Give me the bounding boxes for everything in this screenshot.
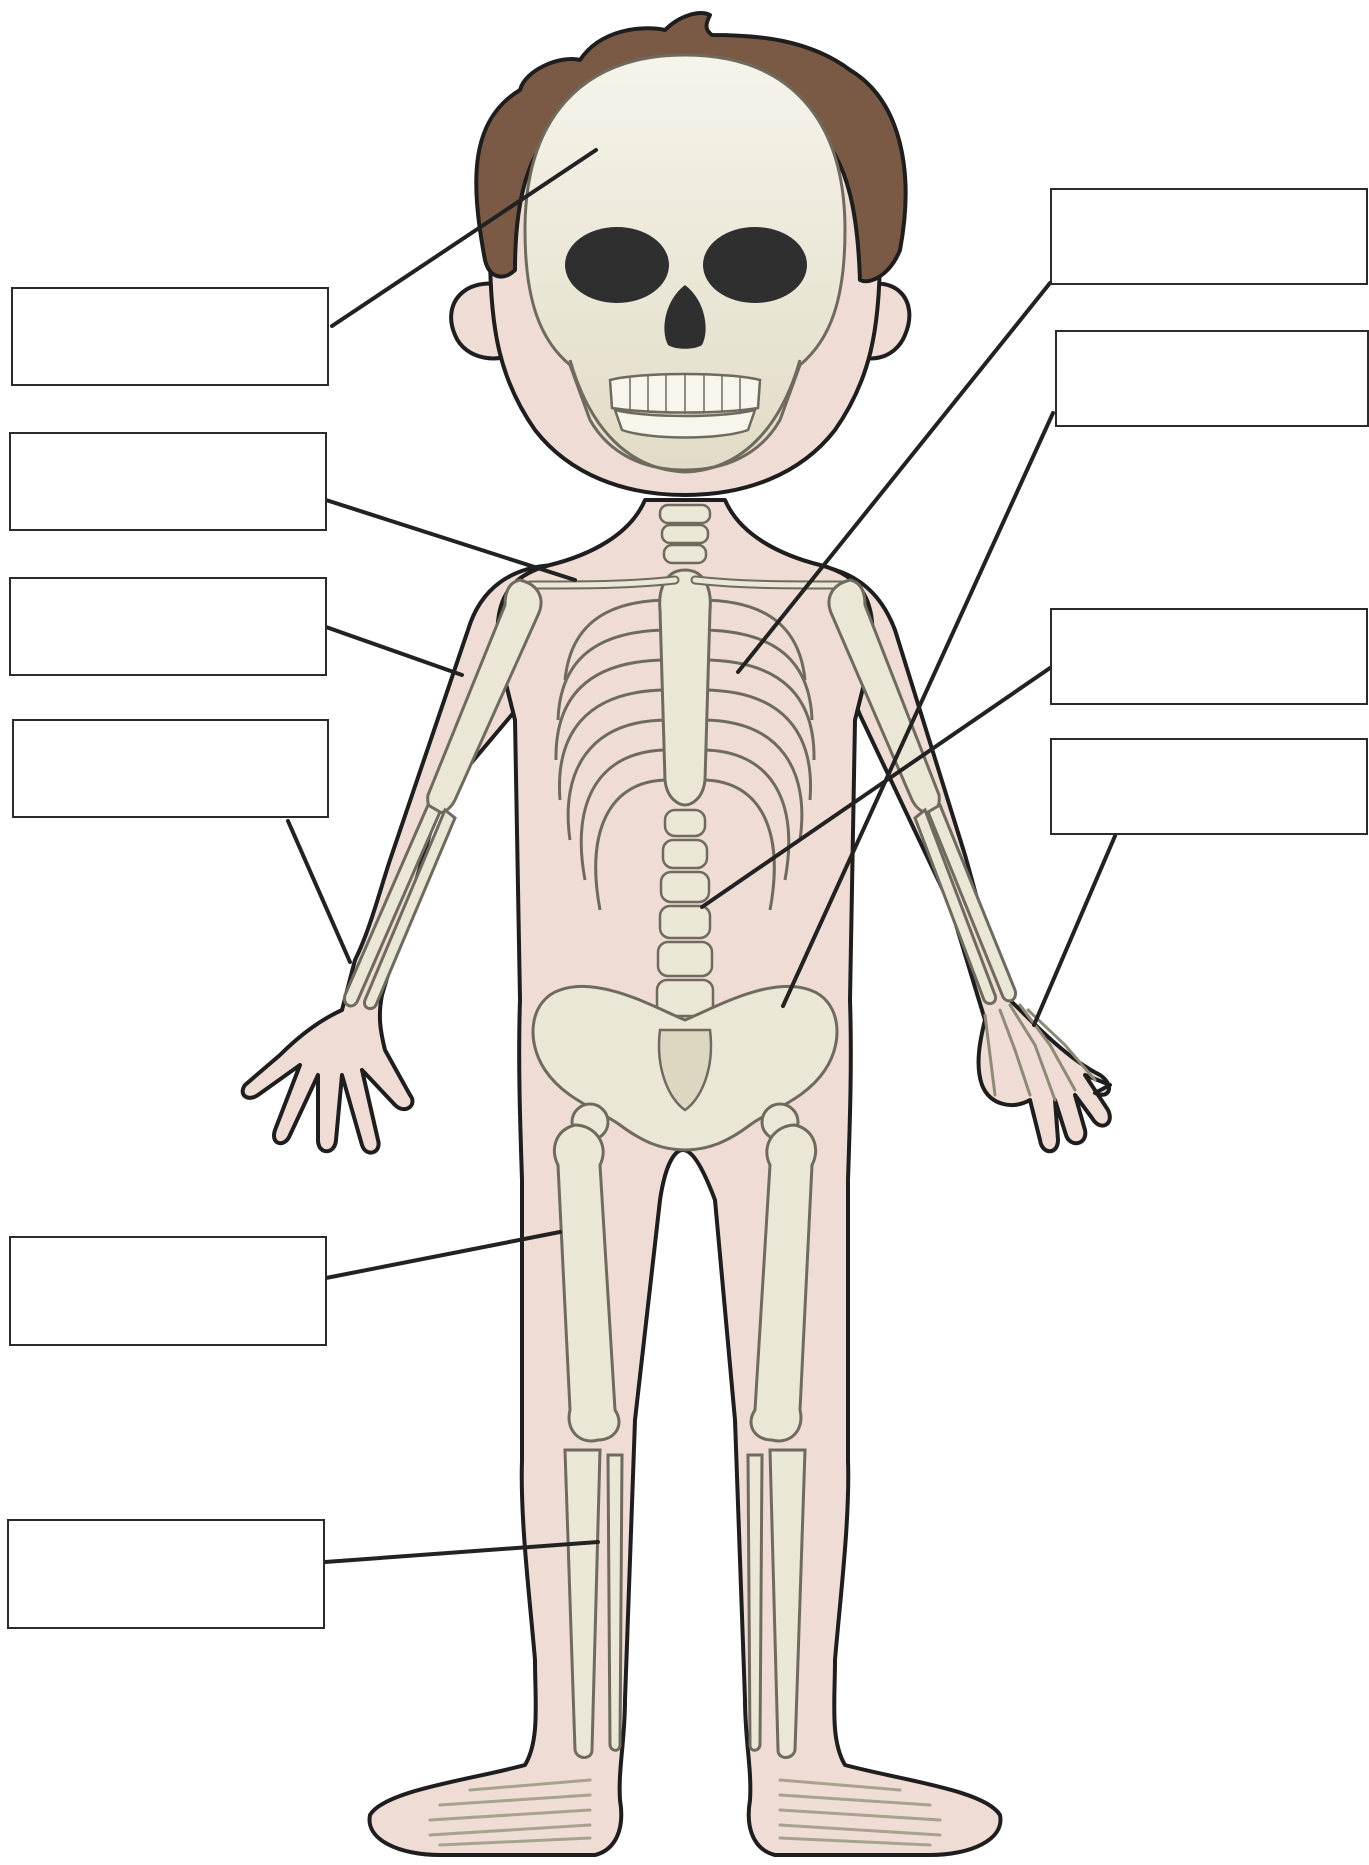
leader-line-collarbone [326,500,575,580]
left-radius [344,805,440,1006]
label-box-collarbone[interactable] [9,432,327,531]
label-box-hand[interactable] [1050,738,1368,835]
label-box-ribs[interactable] [1050,188,1368,285]
sternum [660,570,711,805]
neck-vertebrae [660,505,710,563]
label-box-thigh[interactable] [9,1236,327,1346]
label-box-lower-leg[interactable] [7,1519,325,1629]
label-box-forearm[interactable] [12,719,329,818]
label-box-spine[interactable] [1050,608,1368,705]
leader-line-forearm [288,821,350,962]
left-fibula [608,1455,622,1750]
leg-bones [554,1104,815,1758]
label-box-upper-arm[interactable] [9,577,327,676]
label-box-pelvis[interactable] [1055,330,1369,427]
leader-line-hand [1034,836,1115,1025]
leader-line-upper-arm [326,627,462,675]
right-fibula [748,1455,762,1750]
left-eye-socket [565,227,669,303]
right-eye-socket [703,227,807,303]
label-box-skull[interactable] [11,287,329,386]
